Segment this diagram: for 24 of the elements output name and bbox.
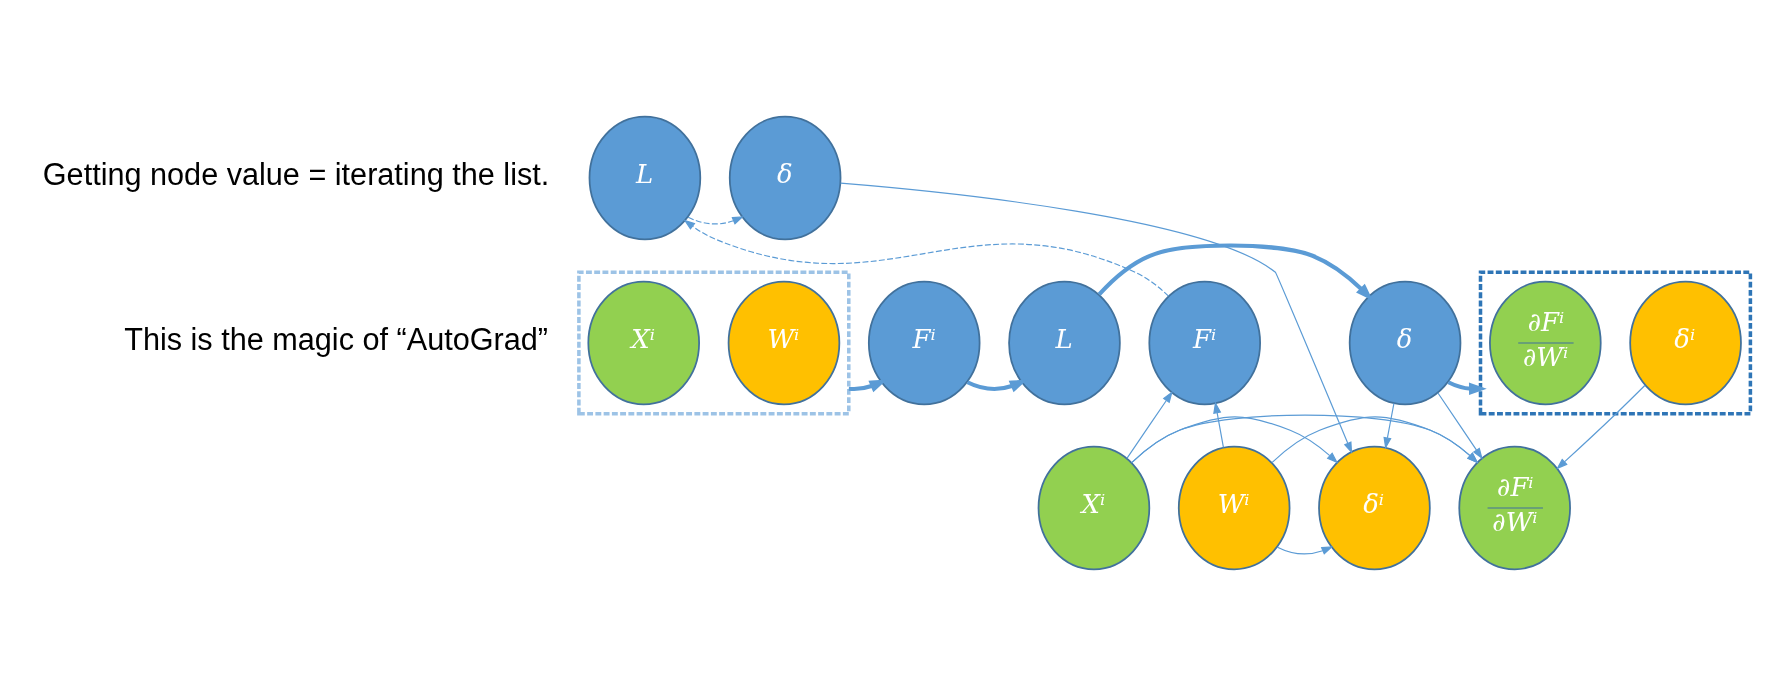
arrow — [1097, 243, 1373, 301]
arrow — [840, 182, 1353, 454]
arrow — [1383, 402, 1395, 450]
node-circle: Wⁱ — [727, 280, 841, 406]
arrow — [1276, 546, 1334, 555]
arrow — [1447, 380, 1487, 396]
arrow — [687, 216, 744, 225]
node-circle: Xⁱ — [1037, 445, 1151, 571]
arrow — [1213, 401, 1224, 448]
cluster — [1478, 270, 1753, 416]
node-circle: δⁱ — [1629, 280, 1742, 406]
node-circle: ∂Fⁱ ∂Wⁱ — [1489, 280, 1602, 406]
arrow — [1126, 391, 1173, 459]
cluster — [577, 270, 851, 416]
node-circle: Wⁱ — [1177, 445, 1291, 571]
arrow — [683, 219, 1170, 297]
node-circle: L — [588, 115, 702, 241]
label: Getting node value = iterating the list. — [42, 157, 550, 192]
arrow — [1437, 392, 1483, 460]
arrow — [1556, 384, 1646, 470]
arrow — [1131, 414, 1479, 464]
label: This is the magic of “AutoGrad” — [124, 322, 549, 357]
node-circle: Xⁱ — [587, 280, 700, 406]
arrow — [1271, 416, 1479, 464]
